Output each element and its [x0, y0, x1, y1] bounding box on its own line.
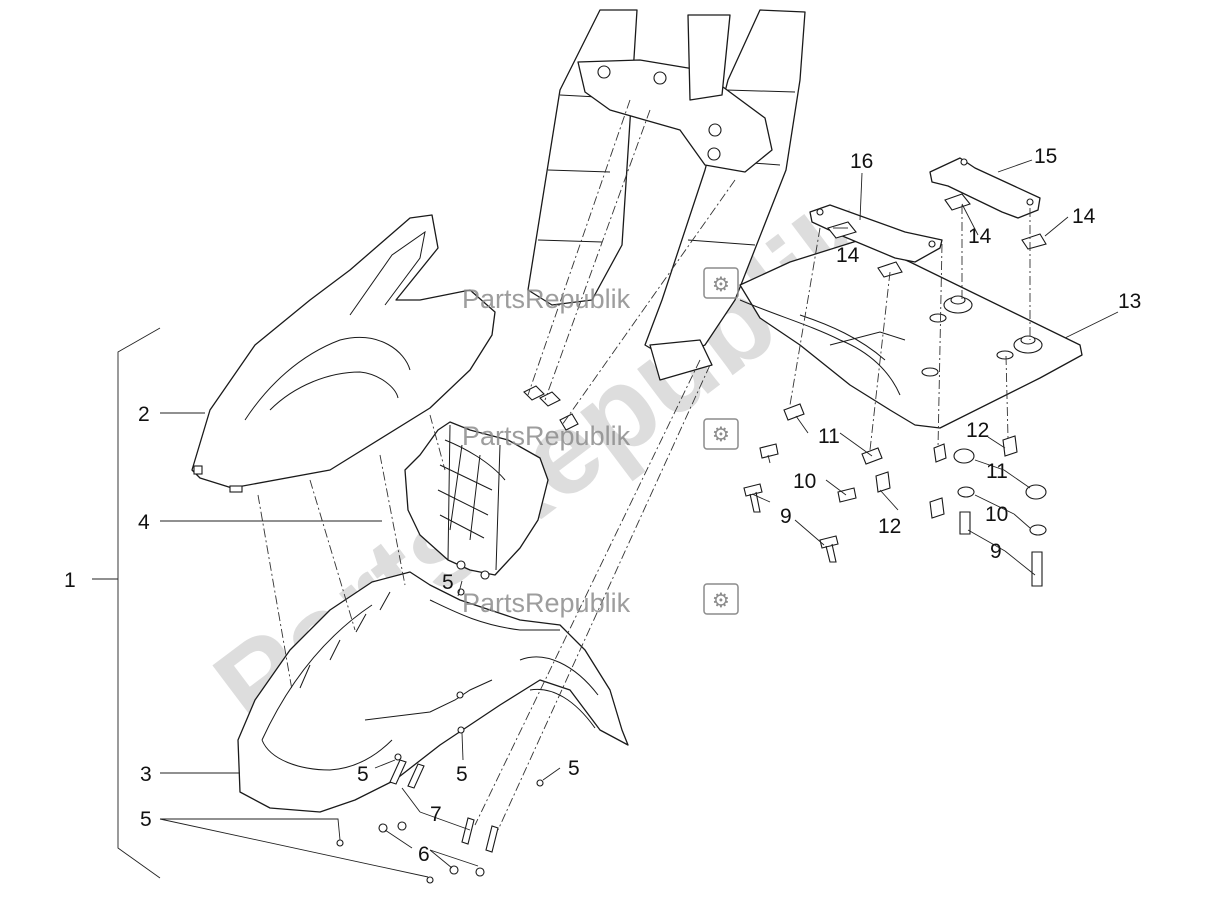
screw-12 [1002, 435, 1018, 457]
callout-11-left: 11 [818, 425, 840, 448]
nut-6 [475, 867, 485, 877]
assembly-lines [257, 99, 1031, 831]
spacer-7 [389, 759, 407, 785]
gear-logo-icon-glyph: ⚙ [712, 422, 730, 446]
callout-labels: 1 2 3 4 5 5 5 5 5 6 7 9 9 10 10 11 11 12… [64, 145, 1141, 866]
screw-5 [394, 753, 402, 761]
clip [539, 391, 561, 407]
screw-5 [426, 876, 434, 884]
washer-10 [1029, 524, 1047, 536]
rubber-11 [783, 403, 805, 421]
bracket-16-body [809, 204, 943, 263]
callout-12-left: 12 [878, 515, 901, 538]
washer-10 [957, 486, 975, 498]
spacer-7 [485, 825, 499, 853]
fender-hardware [336, 385, 579, 884]
watermark-stamps: PartsRepublik ⚙ PartsRepublik ⚙ PartsRep… [462, 267, 739, 618]
callout-9-left: 9 [780, 505, 792, 528]
clip-nut [827, 221, 857, 239]
watermark-stamp: PartsRepublik [462, 588, 631, 618]
part-2-upper-fender [191, 214, 496, 493]
washer-10 [837, 487, 857, 503]
part-16-bracket [809, 204, 943, 278]
front-fork-assembly [527, 9, 806, 381]
clip-nut [877, 261, 903, 278]
screw-5 [536, 779, 544, 787]
part-4-duct-panel [404, 421, 549, 580]
gear-logo-icon [703, 267, 739, 299]
callout-7: 7 [430, 803, 442, 826]
screw-12 [929, 497, 945, 519]
callout-9-right: 9 [990, 540, 1002, 563]
watermark-stamp: PartsRepublik [462, 421, 631, 451]
callout-14-left: 14 [836, 244, 860, 267]
grommet-11 [953, 448, 975, 464]
main-fender-body [237, 571, 629, 813]
fork-slider [649, 339, 713, 381]
gear-logo-icon [703, 583, 739, 615]
callout-13: 13 [1118, 290, 1141, 313]
callout-1: 1 [64, 569, 76, 592]
gear-logo-icon-glyph: ⚙ [712, 588, 730, 612]
callout-15: 15 [1034, 145, 1057, 168]
leader-lines [92, 159, 1119, 878]
clip-nut [944, 193, 971, 211]
steering-stem [687, 14, 731, 101]
callout-2: 2 [138, 403, 150, 426]
callout-6: 6 [418, 843, 430, 866]
group-bracket-1 [117, 327, 161, 879]
callout-10-right: 10 [985, 503, 1008, 526]
callout-5-right: 5 [568, 757, 580, 780]
screw-5 [457, 726, 465, 734]
screw-5 [456, 691, 464, 699]
screw-12 [875, 471, 891, 493]
callout-5-left: 5 [140, 808, 152, 831]
gear-logo-icon-glyph: ⚙ [712, 272, 730, 296]
clip-nut [1021, 233, 1047, 250]
watermark-stamp: PartsRepublik [462, 284, 631, 314]
screw-5 [336, 839, 344, 847]
clip [523, 385, 545, 401]
bracket-15-body [929, 157, 1041, 219]
callout-16: 16 [850, 150, 873, 173]
part-3-main-fender [237, 571, 629, 813]
grommet-11 [1025, 484, 1047, 500]
callout-5-center: 5 [456, 763, 468, 786]
nut-6 [397, 821, 407, 831]
washer-10 [759, 443, 779, 459]
gear-logo-icon [703, 418, 739, 450]
left-fork-tube [527, 9, 638, 306]
triple-clamp [577, 59, 773, 173]
callout-3: 3 [140, 763, 152, 786]
callout-5-upper: 5 [442, 571, 454, 594]
callout-4: 4 [138, 511, 150, 534]
callout-14-center: 14 [968, 225, 992, 248]
skid-plate-hardware [743, 403, 1047, 587]
bolt-9 [743, 483, 763, 513]
bolt-9 [1031, 551, 1043, 587]
callout-14-right: 14 [1072, 205, 1096, 228]
spacer-7 [407, 763, 425, 789]
callout-5-mid: 5 [357, 763, 369, 786]
part-15-bracket [929, 157, 1047, 250]
callout-10-left: 10 [793, 470, 816, 493]
callout-11-right: 11 [986, 460, 1008, 483]
bolt-9 [959, 511, 971, 535]
callout-12-right: 12 [966, 419, 989, 442]
spacer-7 [461, 817, 475, 845]
screw-12 [933, 443, 947, 463]
bolt-9 [819, 535, 839, 563]
duct-panel-body [404, 421, 549, 576]
